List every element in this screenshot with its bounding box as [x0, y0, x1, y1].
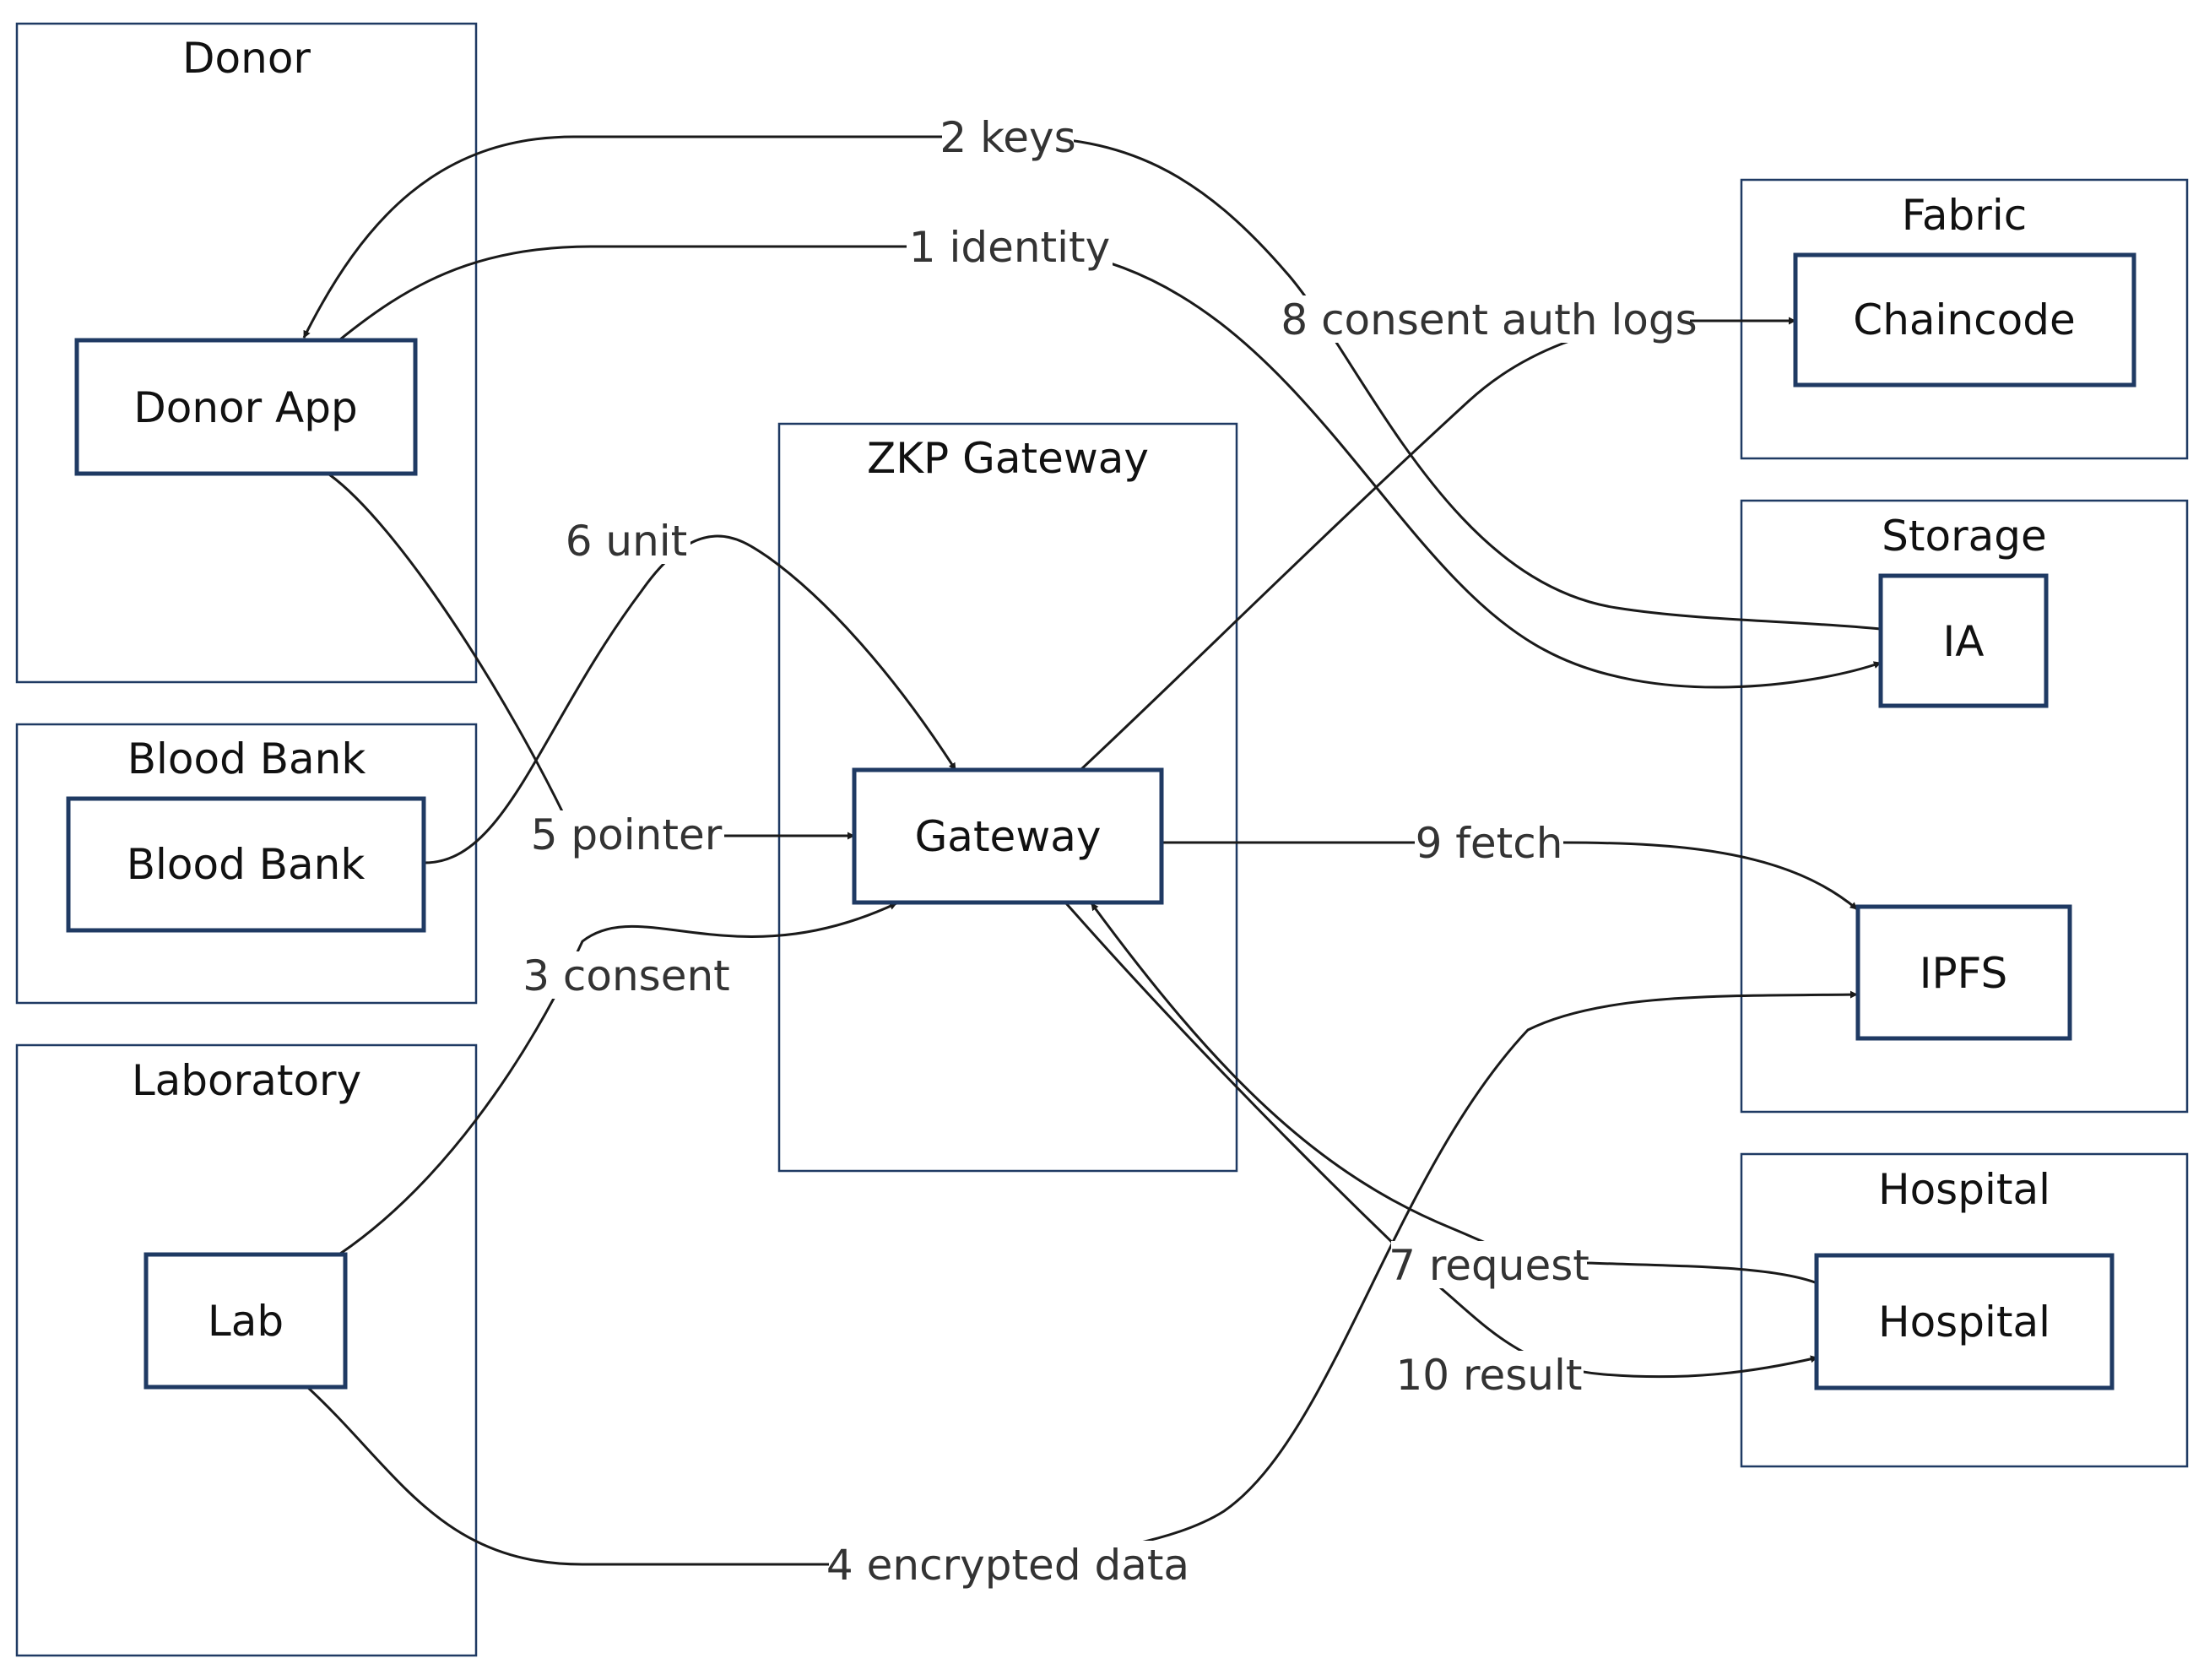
- edge-result: [1064, 902, 1818, 1379]
- node-hospital-label: Hospital: [1878, 1298, 2050, 1347]
- node-ipfs-label: IPFS: [1920, 949, 2008, 998]
- cluster-blood-bank-title: Blood Bank: [127, 734, 366, 783]
- cluster-laboratory-title: Laboratory: [132, 1056, 361, 1105]
- node-lab-label: Lab: [208, 1297, 284, 1346]
- edge-keys: [302, 135, 1882, 631]
- node-donor-app[interactable]: Donor App: [74, 338, 418, 476]
- edge-label-consent: 3 consent: [523, 951, 730, 1000]
- cluster-fabric-title: Fabric: [1902, 191, 2028, 240]
- edge-label-fetch: 9 fetch: [1416, 819, 1563, 868]
- edge-unit: [424, 534, 957, 864]
- node-gateway-label: Gateway: [915, 812, 1102, 861]
- edge-label-identity: 1 identity: [909, 223, 1110, 272]
- cluster-zkp-gateway-title: ZKP Gateway: [867, 434, 1149, 483]
- edge-label-encrypted-data: 4 encrypted data: [826, 1541, 1189, 1590]
- node-hospital[interactable]: Hospital: [1814, 1253, 2115, 1390]
- edge-label-consent-auth-logs: 8 consent auth logs: [1281, 295, 1697, 344]
- node-ipfs[interactable]: IPFS: [1855, 904, 2072, 1041]
- node-chaincode-label: Chaincode: [1853, 295, 2075, 344]
- cluster-hospital-title: Hospital: [1878, 1165, 2050, 1214]
- node-lab[interactable]: Lab: [144, 1252, 348, 1390]
- node-blood-bank[interactable]: Blood Bank: [66, 796, 426, 933]
- node-gateway[interactable]: Gateway: [852, 767, 1164, 905]
- edge-encrypted-data: [305, 990, 1858, 1566]
- node-ia-label: IA: [1943, 617, 1985, 666]
- node-donor-app-label: Donor App: [133, 383, 358, 432]
- edge-label-keys: 2 keys: [940, 113, 1075, 162]
- edge-identity: [339, 245, 1882, 689]
- edge-labels: 1 identity 2 keys 3 consent 4 encrypted …: [523, 113, 1698, 1590]
- edge-pointer: [328, 473, 855, 840]
- edge-label-request: 7 request: [1389, 1241, 1589, 1290]
- cluster-donor-title: Donor: [182, 34, 311, 83]
- edge-request: [1090, 902, 1818, 1285]
- node-ia[interactable]: IA: [1878, 573, 2049, 708]
- node-chaincode[interactable]: Chaincode: [1793, 252, 2136, 387]
- cluster-storage-title: Storage: [1882, 512, 2047, 561]
- node-blood-bank-label: Blood Bank: [127, 840, 366, 889]
- edge-label-result: 10 result: [1396, 1351, 1583, 1400]
- edge-consent: [339, 902, 897, 1255]
- edge-label-unit: 6 unit: [566, 517, 688, 566]
- edge-label-pointer: 5 pointer: [531, 810, 723, 859]
